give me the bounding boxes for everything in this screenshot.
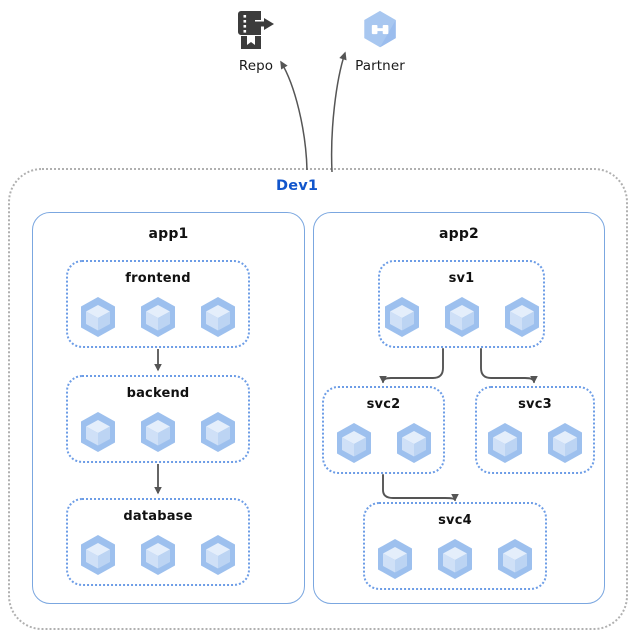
service-label-database: database xyxy=(123,509,193,524)
pod-icon[interactable] xyxy=(542,420,588,466)
pod-row-sv1 xyxy=(380,294,543,340)
pod-icon[interactable] xyxy=(482,420,528,466)
external-node-repo-label: Repo xyxy=(238,58,274,74)
pod-row-database xyxy=(68,532,248,578)
app-label-app2: app2 xyxy=(438,226,480,242)
service-group-svc2[interactable]: svc2 xyxy=(322,386,445,474)
environment-label-dev1: Dev1 xyxy=(276,178,319,194)
pod-icon[interactable] xyxy=(372,536,418,582)
pod-icon[interactable] xyxy=(492,536,538,582)
service-group-database[interactable]: database xyxy=(66,498,250,586)
external-node-repo[interactable]: Repo xyxy=(210,8,302,74)
pod-icon[interactable] xyxy=(195,532,241,578)
pod-icon[interactable] xyxy=(75,409,121,455)
pod-icon[interactable] xyxy=(75,294,121,340)
pod-icon[interactable] xyxy=(195,294,241,340)
service-group-frontend[interactable]: frontend xyxy=(66,260,250,348)
service-group-backend[interactable]: backend xyxy=(66,375,250,463)
pod-icon[interactable] xyxy=(195,409,241,455)
pod-icon[interactable] xyxy=(135,409,181,455)
pod-icon[interactable] xyxy=(75,532,121,578)
service-group-sv1[interactable]: sv1 xyxy=(378,260,545,348)
service-label-sv1: sv1 xyxy=(448,271,475,286)
pod-icon[interactable] xyxy=(439,294,485,340)
pod-icon[interactable] xyxy=(499,294,545,340)
external-node-partner-label: Partner xyxy=(355,58,405,74)
app-label-app1: app1 xyxy=(148,226,189,242)
pod-row-svc3 xyxy=(477,420,593,466)
connector-dev1-repo xyxy=(280,60,308,171)
pod-icon[interactable] xyxy=(135,532,181,578)
service-group-svc4[interactable]: svc4 xyxy=(363,502,547,590)
service-label-backend: backend xyxy=(126,386,190,401)
pod-row-svc4 xyxy=(365,536,545,582)
pod-icon[interactable] xyxy=(432,536,478,582)
service-group-svc3[interactable]: svc3 xyxy=(475,386,595,474)
service-label-svc2: svc2 xyxy=(366,397,401,412)
pod-icon[interactable] xyxy=(135,294,181,340)
environment-boundary-dev1 xyxy=(8,168,628,630)
partner-hexagon-icon xyxy=(360,8,400,52)
pod-icon[interactable] xyxy=(331,420,377,466)
service-label-frontend: frontend xyxy=(125,271,191,286)
external-node-partner[interactable]: Partner xyxy=(334,8,426,74)
service-label-svc4: svc4 xyxy=(438,513,472,528)
repo-icon xyxy=(236,8,276,52)
pod-row-frontend xyxy=(68,294,248,340)
pod-row-backend xyxy=(68,409,248,455)
pod-icon[interactable] xyxy=(391,420,437,466)
pod-row-svc2 xyxy=(324,420,443,466)
pod-icon[interactable] xyxy=(379,294,425,340)
service-label-svc3: svc3 xyxy=(518,397,552,412)
